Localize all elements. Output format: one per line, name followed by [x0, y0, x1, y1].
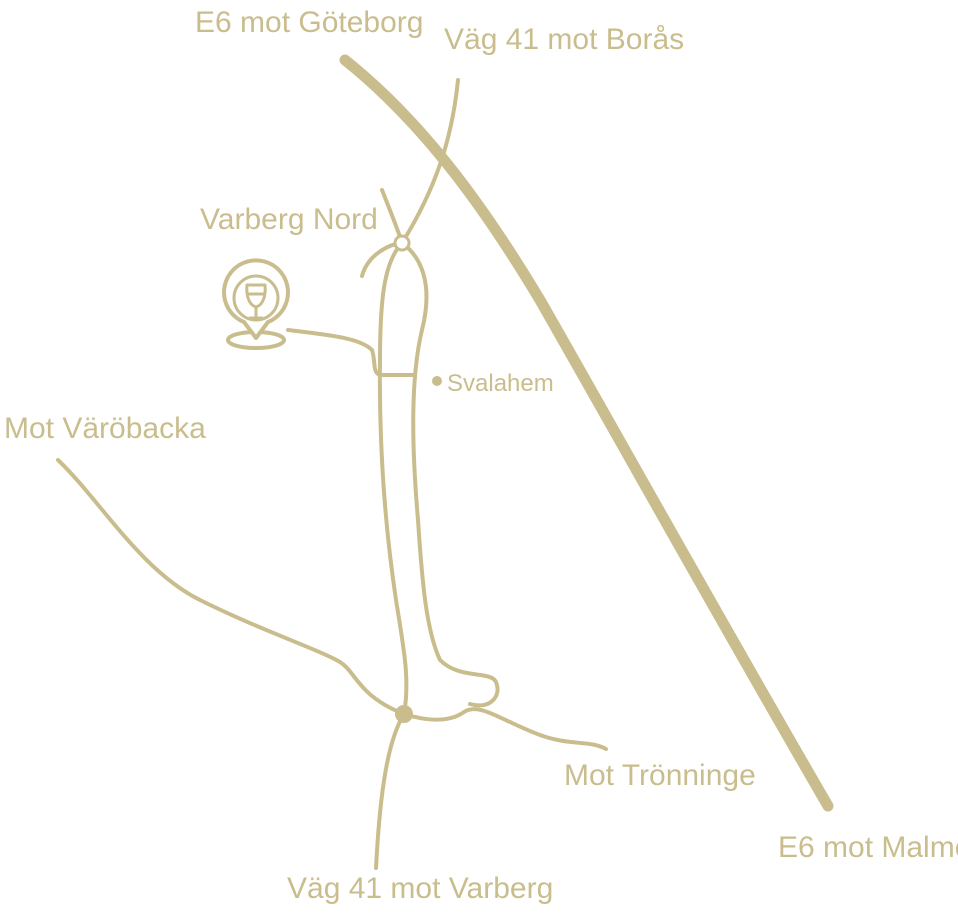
- junction-dot-icon: [395, 705, 413, 723]
- road-corridor-east: [400, 241, 500, 708]
- road-varobacka: [56, 458, 406, 716]
- label-svalahem: Svalahem: [447, 370, 554, 397]
- label-tronninge: Mot Trönninge: [564, 759, 756, 792]
- road-access-destination: [286, 328, 416, 377]
- label-v41-north: Väg 41 mot Borås: [444, 23, 684, 56]
- label-e6-north: E6 mot Göteborg: [195, 6, 423, 39]
- label-varberg-nord: Varberg Nord: [200, 203, 378, 236]
- label-e6-south: E6 mot Malmö: [778, 831, 958, 864]
- place-dot-icon: [432, 376, 442, 386]
- junction-varberg-nord-icon: [393, 234, 411, 252]
- road-e6: [339, 54, 834, 812]
- label-varobacka: Mot Väröbacka: [4, 412, 206, 445]
- label-v41-south: Väg 41 mot Varberg: [287, 872, 553, 905]
- road-v41-south: [374, 712, 406, 870]
- road-corridor-west: [377, 241, 409, 716]
- road-tronninge: [402, 707, 608, 751]
- wine-glass-location-pin-icon[interactable]: [222, 258, 290, 350]
- road-v41-north: [400, 78, 460, 245]
